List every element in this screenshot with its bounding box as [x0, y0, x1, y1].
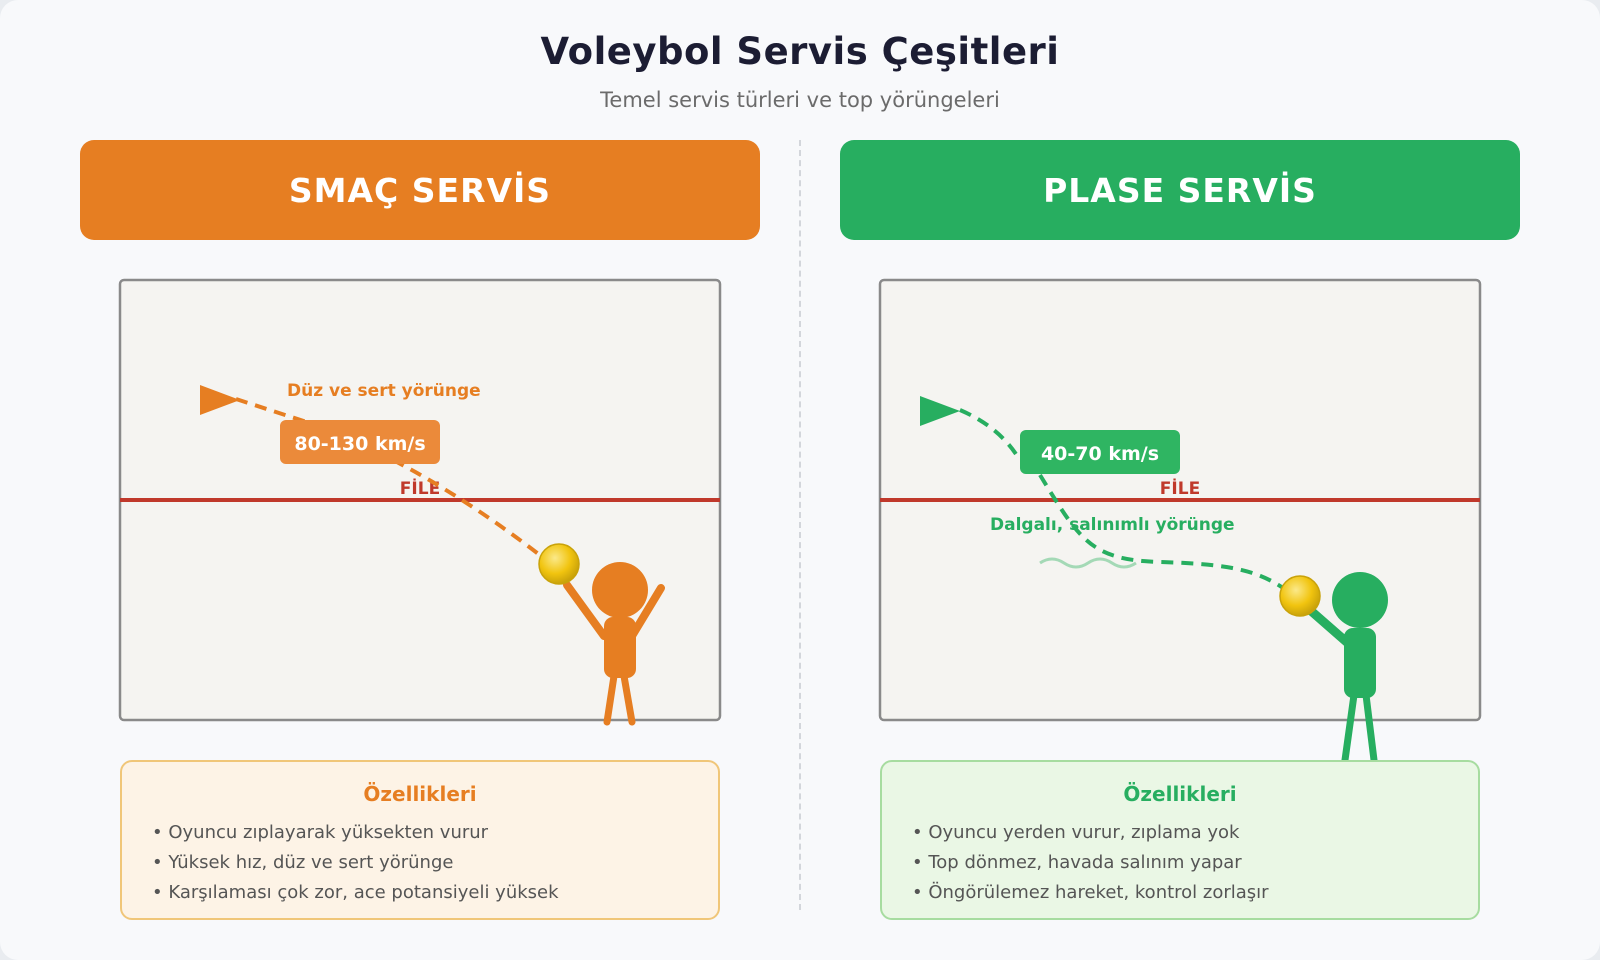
float-serve-header: PLASE SERVİS — [840, 140, 1520, 240]
float-trajectory-upper — [959, 408, 1020, 459]
smash-net-label: FİLE — [400, 477, 440, 499]
float-wobble-mark — [1039, 557, 1137, 569]
list-item: Öngörülemez hareket, kontrol zorlaşır — [912, 878, 1268, 908]
smash-court — [118, 278, 722, 722]
float-ball-icon — [1279, 575, 1321, 617]
float-direction-arrow-icon — [920, 396, 960, 426]
center-divider — [799, 140, 801, 910]
list-item: Oyuncu yerden vurur, zıplama yok — [912, 818, 1269, 848]
float-features-box: Özellikleri Oyuncu yerden vurur, zıplama… — [880, 760, 1480, 920]
smash-player-figure — [563, 562, 665, 726]
list-item: Karşılaması çok zor, ace potansiyeli yük… — [152, 878, 558, 908]
float-player-figure — [1305, 572, 1388, 764]
list-item: Yüksek hız, düz ve sert yörünge — [152, 848, 559, 878]
page-subtitle: Temel servis türleri ve top yörüngeleri — [600, 88, 1000, 112]
smash-speed-value: 80-130 km/s — [294, 433, 425, 455]
smash-direction-arrow-icon — [200, 385, 240, 415]
float-net-label: FİLE — [1160, 477, 1200, 499]
list-item: Oyuncu zıplayarak yüksekten vurur — [152, 818, 559, 848]
smash-serve-header: SMAÇ SERVİS — [80, 140, 760, 240]
float-speed-badge: 40-70 km/s — [1020, 430, 1180, 474]
smash-speed-badge: 80-130 km/s — [280, 420, 440, 464]
float-trajectory-label: Dalgalı, salınımlı yörünge — [990, 515, 1235, 535]
smash-trajectory-upper — [235, 397, 326, 430]
float-features-list: Oyuncu yerden vurur, zıplama yok Top dön… — [912, 818, 1269, 908]
smash-trajectory-lower — [392, 458, 552, 565]
float-features-title: Özellikleri — [1123, 782, 1237, 806]
float-speed-value: 40-70 km/s — [1041, 443, 1159, 465]
list-item: Top dönmez, havada salınım yapar — [912, 848, 1269, 878]
float-court — [878, 278, 1482, 722]
smash-ball-icon — [538, 543, 580, 585]
smash-trajectory-label: Düz ve sert yörünge — [287, 381, 481, 401]
smash-features-list: Oyuncu zıplayarak yüksekten vurur Yüksek… — [152, 818, 559, 908]
smash-features-box: Özellikleri Oyuncu zıplayarak yüksekten … — [120, 760, 720, 920]
smash-features-title: Özellikleri — [363, 782, 477, 806]
page-title: Voleybol Servis Çeşitleri — [540, 30, 1060, 73]
